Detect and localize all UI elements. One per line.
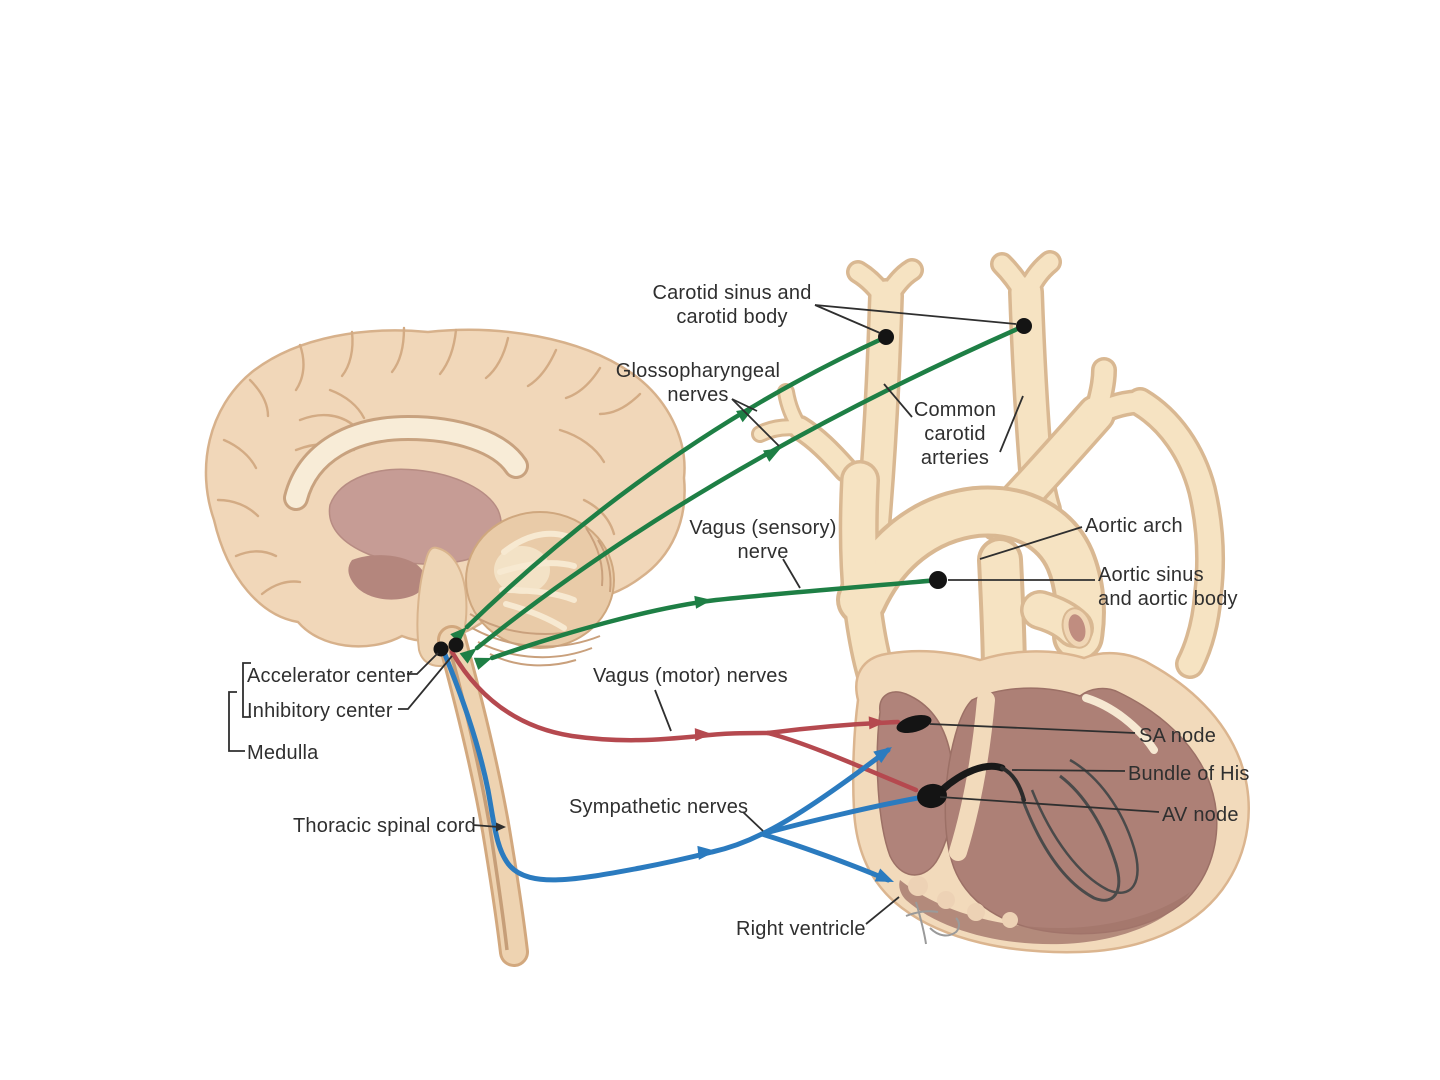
- vagus-motor-main: [449, 649, 771, 743]
- label-vagus-sensory-nerve: Vagus (sensory) nerve: [689, 517, 837, 563]
- corpus-callosum: [286, 417, 526, 508]
- label-inhibitory-center: Inhibitory center: [247, 700, 393, 722]
- leader-carotid-sinus-1: [814, 304, 881, 334]
- carotid-sinus-dot-left: [878, 329, 894, 345]
- label-medulla: Medulla: [247, 742, 319, 764]
- label-carotid-sinus: Carotid sinus and carotid body: [652, 282, 812, 328]
- sa-node-shape: [896, 714, 932, 734]
- artist-signature: [905, 901, 960, 945]
- aortic-sinus-dot: [929, 571, 947, 589]
- interatrial-septum: [949, 691, 995, 861]
- leader-lines: [228, 304, 1160, 925]
- glossopharyngeal-nerve-paths: [464, 323, 1027, 661]
- bundle-of-his-path: [938, 762, 1006, 794]
- blue-arrowheads: [697, 747, 894, 882]
- leader-accelerator: [407, 652, 439, 675]
- leader-av-node: [939, 796, 1160, 813]
- bundle-of-his-tail: [1000, 766, 1026, 802]
- leader-thoracic-arrowhead: [496, 822, 506, 832]
- leader-glossopharyngeal-1: [731, 398, 758, 412]
- vagus-sensory-nerve: [489, 577, 941, 661]
- label-av-node: AV node: [1162, 804, 1239, 826]
- leader-vagus-motor: [654, 689, 672, 732]
- av-node-shape: [917, 783, 947, 809]
- nerve-pathways: [441, 323, 1027, 883]
- sympathetic-to-sa: [759, 747, 891, 837]
- label-sympathetic-nerves: Sympathetic nerves: [569, 796, 749, 818]
- medulla-bracket-inner: [242, 662, 251, 718]
- vagus-motor-to-av: [765, 730, 919, 793]
- hypothalamus-region: [348, 555, 426, 600]
- medulla-bracket-outer: [228, 691, 245, 752]
- leader-bundle-of-his: [1011, 769, 1126, 772]
- cerebellum-arbor-vitae: [494, 546, 550, 594]
- cerebellum: [465, 511, 615, 667]
- leader-sa-node: [929, 723, 1136, 734]
- label-glossopharyngeal-nerves: Glossopharyngeal nerves: [615, 360, 781, 406]
- pulmonary-artery-stub: [1020, 590, 1094, 649]
- leader-right-ventricle: [865, 896, 900, 925]
- vessel-stubs-left: [751, 383, 859, 483]
- label-right-ventricle: Right ventricle: [736, 918, 866, 940]
- label-vagus-motor-nerves: Vagus (motor) nerves: [593, 665, 788, 687]
- leader-common-carotid-right: [999, 395, 1024, 453]
- left-ventricle-highlight: [1082, 694, 1158, 754]
- leader-vagus-sensory: [782, 558, 801, 589]
- leader-common-carotid-left: [883, 383, 913, 418]
- trabeculae-scallops: [908, 876, 1018, 928]
- leader-thoracic: [472, 824, 500, 828]
- leader-carotid-sinus-2: [814, 304, 1017, 325]
- label-aortic-arch: Aortic arch: [1085, 515, 1183, 537]
- heart-bottom-shadow: [899, 880, 1190, 945]
- label-aortic-sinus: Aortic sinus and aortic body: [1098, 564, 1238, 610]
- label-common-carotid-arteries: Common carotid arteries: [913, 399, 997, 469]
- leader-inhibitory: [398, 655, 453, 710]
- leader-sympathetic: [742, 811, 764, 832]
- sympathetic-to-av: [759, 795, 921, 837]
- green-arrowheads: [450, 408, 781, 670]
- label-thoracic-spinal-cord: Thoracic spinal cord: [293, 815, 476, 837]
- receptor-dots: [433, 318, 1032, 809]
- heart-illustration: [851, 649, 1250, 954]
- red-arrowheads: [694, 716, 886, 742]
- leader-glossopharyngeal-2: [731, 398, 780, 447]
- leader-aortic-arch: [979, 526, 1083, 560]
- glossopharyngeal-nerve-2: [474, 323, 1027, 651]
- label-sa-node: SA node: [1139, 725, 1217, 747]
- label-accelerator-center: Accelerator center: [247, 665, 413, 687]
- glossopharyngeal-nerve-1: [464, 334, 889, 630]
- bundle-branch-loops: [1020, 758, 1139, 902]
- inhibitory-center-dot: [448, 637, 464, 653]
- brain-illustration: [204, 326, 686, 967]
- carotid-sinus-dot-right: [1016, 318, 1032, 334]
- label-bundle-of-his: Bundle of His: [1128, 763, 1250, 785]
- sympathetic-to-rv: [759, 831, 891, 883]
